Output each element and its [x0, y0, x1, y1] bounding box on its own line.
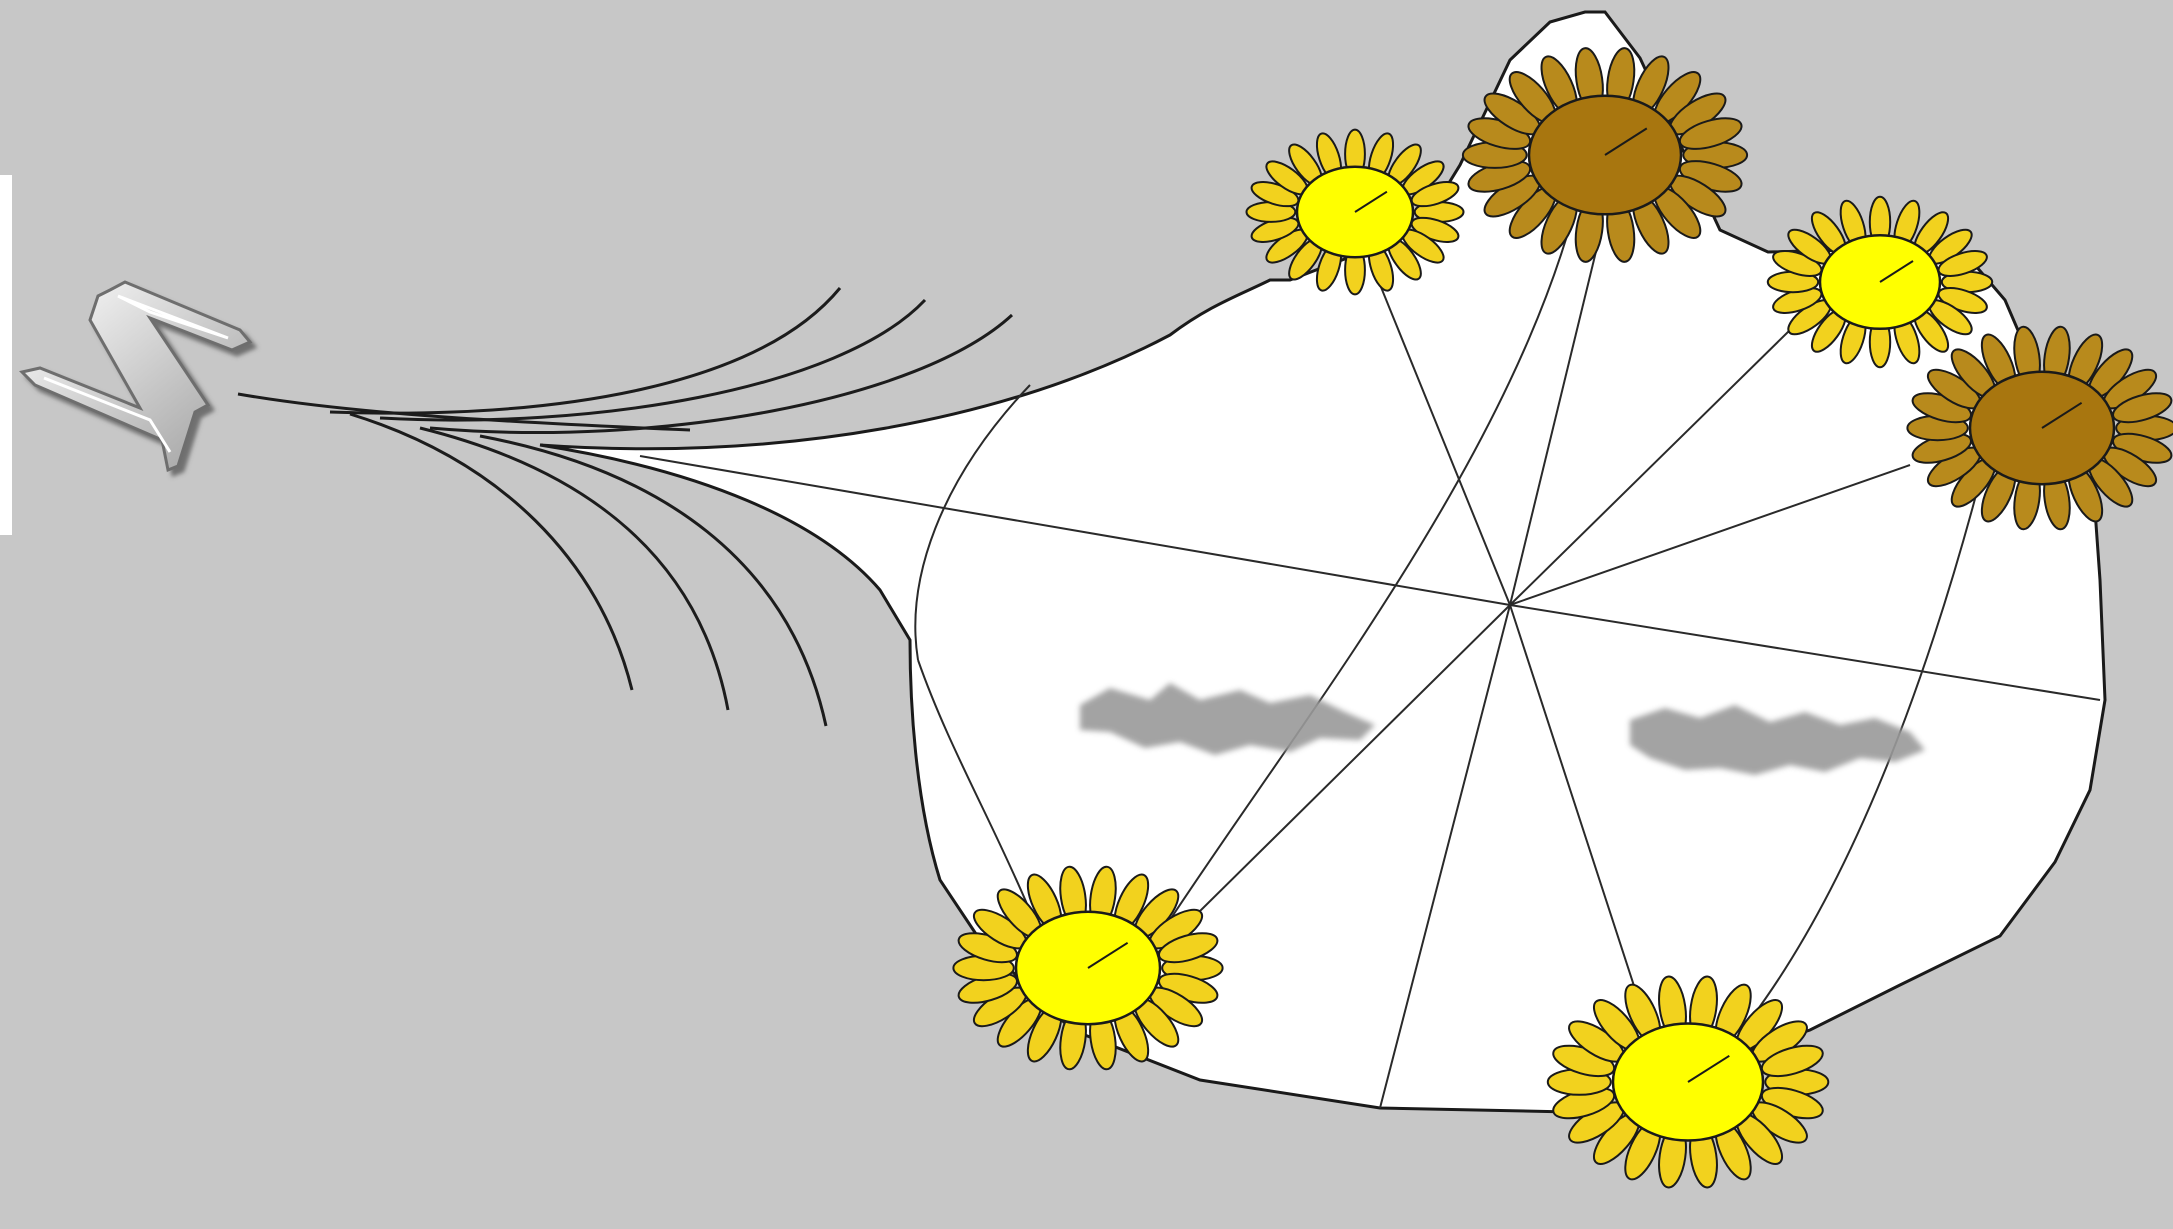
tail-line-3 — [430, 315, 1012, 433]
tail-line-1 — [330, 288, 840, 413]
tail-line-4 — [350, 414, 632, 690]
north-letter-icon — [22, 282, 250, 470]
tail-line-2 — [380, 300, 925, 420]
north-label: N — [0, 0, 1, 1]
